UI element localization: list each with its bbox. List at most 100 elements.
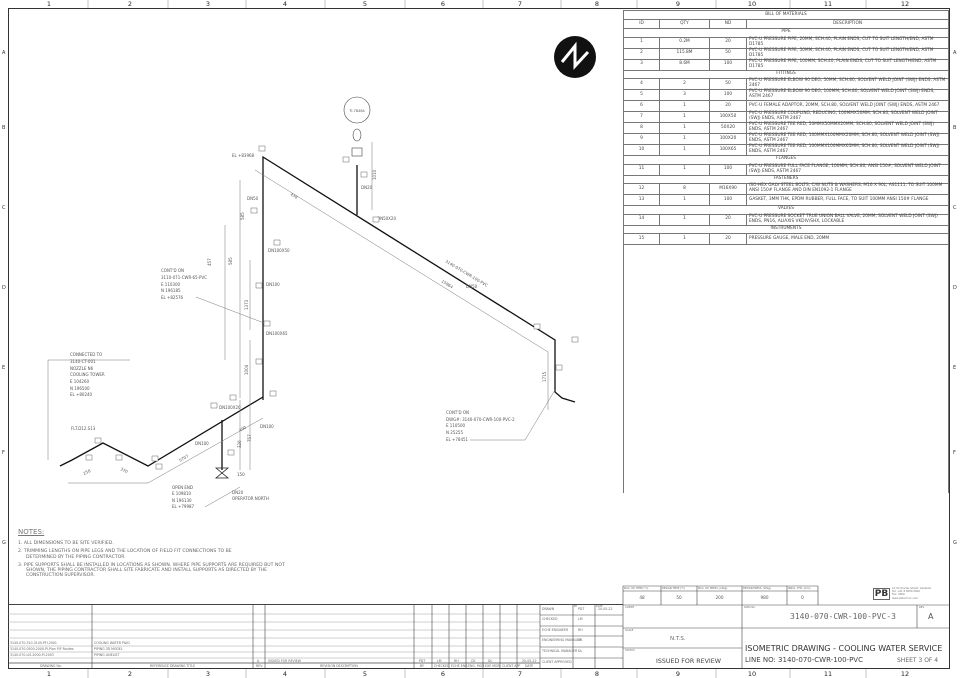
scale-label: SCALE [625, 629, 634, 632]
column-number: 10 [747, 670, 757, 678]
column-number: 4 [282, 670, 288, 678]
size-label: DN50X20 [377, 216, 396, 221]
note-line: N 196130 [172, 498, 192, 503]
rev-header: CHECKED [434, 664, 450, 668]
ref-drawing-number: 3140-070-LIS-2000-PI-2003 [10, 653, 54, 657]
note-line: CONT'D ON [446, 410, 469, 415]
contd-right-note: CONT'D ON DWG#: 3140-070-CWR-100-PVC-2 E… [446, 410, 515, 442]
design-header: MAX. OP. TEMP (°C) [624, 587, 649, 590]
rev-eche: RH [454, 659, 459, 663]
notes-title: NOTES: [18, 528, 45, 536]
row-letter: F [953, 450, 956, 456]
drawing-frame [8, 8, 950, 669]
note-line: N 196500 [70, 386, 90, 391]
row-letter: G [2, 540, 6, 546]
address-line: Tel: +61 8 8000 0000 [892, 590, 920, 594]
approval-role: DRAWN [542, 607, 555, 611]
row-letter: D [2, 285, 6, 291]
elevation-label: EL +83968 [232, 153, 255, 158]
rev-exe: DL [488, 659, 493, 663]
row-letter: G [953, 540, 957, 546]
address-line: www.pbtechnic.com [892, 596, 919, 600]
bom-blank-area [623, 244, 949, 493]
dimension-label: 585 [228, 257, 233, 265]
note-line: E 104260 [70, 379, 90, 384]
note-line: E 109810 [172, 491, 192, 496]
size-label: DN50 [247, 196, 259, 201]
note-line: EL +79987 [172, 504, 195, 509]
row-letter: E [953, 365, 957, 371]
size-label: DN100X65 [266, 331, 288, 336]
bom-qty: 8.6M [659, 58, 710, 71]
note-item: 1. ALL DIMENSIONS TO BE SITE VERIFIED. [18, 541, 114, 547]
note-line: NOZZLE N6 [70, 366, 94, 371]
rev-header: BY [420, 664, 424, 668]
bom-id: 10 [623, 144, 660, 156]
row-letter: C [953, 205, 957, 211]
status: ISSUED FOR REVIEW [656, 658, 721, 665]
address-line: 10 St Charles Street, Adelaide [892, 587, 931, 590]
bom-nd: 100 [709, 163, 747, 176]
ball-valve-icon [214, 467, 230, 479]
column-number: 8 [594, 0, 600, 8]
design-header: DESIGN TEMP (°C) [662, 587, 685, 590]
row-letter: D [953, 285, 957, 291]
design-header: DESIGN PRESS. (kPag) [743, 587, 771, 590]
ref-header-title: REFERENCE DRAWING TITLE [150, 664, 196, 668]
size-label: DN20 [232, 490, 244, 495]
column-number: 1 [46, 0, 52, 8]
column-number: 3 [205, 0, 211, 8]
column-number: 5 [362, 0, 368, 8]
approval-by: DL [578, 649, 583, 653]
approval-by: PDT [578, 607, 585, 611]
column-number: 11 [823, 0, 833, 8]
note-line: 3140-CT-001 [70, 359, 96, 364]
bill-of-materials-table: BILL OF MATERIALS ID QTY ND DESCRIPTION … [623, 10, 949, 493]
notes: NOTES: 1. ALL DIMENSIONS TO BE SITE VERI… [18, 528, 288, 581]
rev-checked: LM [437, 659, 442, 663]
note-item: 3. PIPE SUPPORTS SHALL BE INSTALLED IN L… [18, 562, 285, 579]
pipe-route [59, 155, 576, 470]
bom-description: GASKET, 3MM THK, EPDM RUBBER, FULL FACE,… [746, 194, 949, 206]
column-number: 12 [900, 0, 910, 8]
design-value: 980 [760, 595, 769, 600]
address-line: Fax: 0000 [892, 593, 905, 597]
column-number: 4 [282, 0, 288, 8]
dimension-label: 326 [237, 440, 242, 448]
rev-header: ECHE ENG [451, 664, 468, 668]
row-letter: F [2, 450, 5, 456]
dimension-label: 757 [247, 434, 252, 442]
approval-header-by: BY [574, 605, 578, 608]
column-number: 9 [675, 670, 681, 678]
design-value: 48 [639, 595, 645, 600]
rev-header: CLIENT APP [502, 664, 521, 668]
column-number: 9 [675, 0, 681, 8]
note-line: CONNECTED TO [70, 352, 102, 357]
size-label: DN100 [266, 282, 280, 287]
bom-id: 13 [623, 194, 660, 206]
dimension-label: 1373 [244, 299, 249, 310]
ref-header-number: DRAWING No. [40, 664, 62, 668]
dimension-label: 15864 [440, 279, 454, 290]
note-line: DWG#: 3140-070-CWR-100-PVC-2 [446, 417, 515, 422]
ref-drawing-title: PIPING 3D MODEL [94, 647, 123, 651]
flange-tag: FLT.D12.S13 [71, 426, 96, 431]
open-end-note: OPEN END E 109810 N 196130 EL +79987 [172, 485, 195, 509]
reference-revision-block [8, 604, 623, 669]
approval-role: CHECKED [542, 617, 558, 621]
revision: A [928, 612, 934, 621]
note-line: 3110-071-CWR-65-PVC [161, 275, 207, 280]
column-number: 10 [747, 0, 757, 8]
sheet-number: SHEET 3 OF 4 [897, 657, 939, 664]
design-header: MAX. OP. PRESS. (kPag) [698, 587, 728, 590]
connected-to-note: CONNECTED TO 3140-CT-001 NOZZLE N6 COOLI… [70, 352, 105, 397]
